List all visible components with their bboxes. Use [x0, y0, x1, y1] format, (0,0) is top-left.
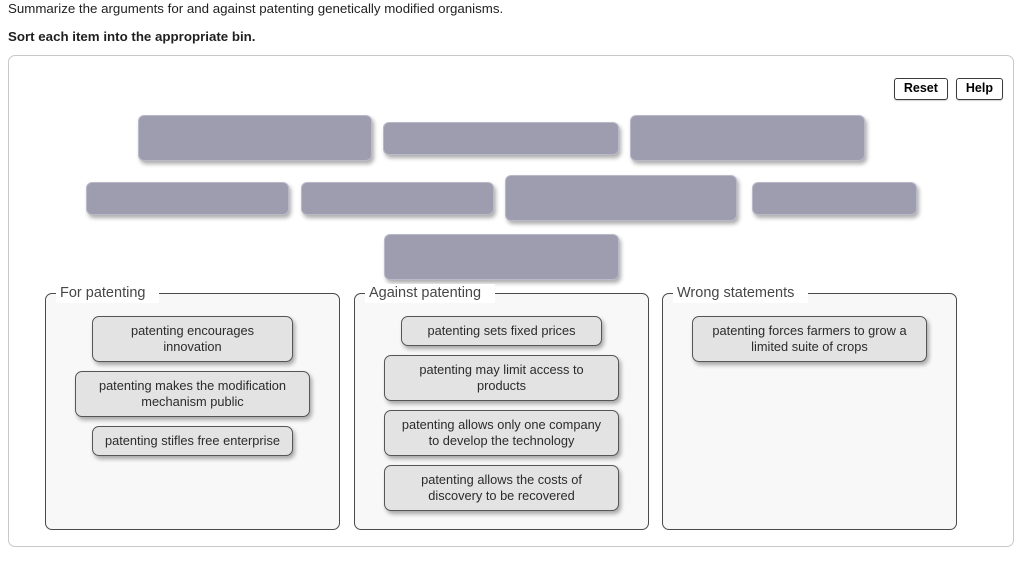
empty-drop-slot[interactable]	[384, 234, 619, 280]
empty-drop-slot[interactable]	[383, 122, 619, 155]
draggable-item[interactable]: patenting stifles free enterprise	[92, 426, 293, 456]
bin-item-row: patenting stifles free enterprise	[46, 426, 339, 456]
bin-item-list: patenting forces farmers to grow a limit…	[663, 316, 956, 371]
bin[interactable]: Against patenting patenting sets fixed pr…	[354, 284, 649, 530]
empty-drop-slot[interactable]	[301, 182, 494, 215]
empty-drop-slot[interactable]	[630, 115, 865, 161]
bin[interactable]: Wrong statements patenting forces farmers…	[662, 284, 957, 530]
bin-title: For patenting	[56, 284, 160, 303]
reset-button[interactable]: Reset	[893, 78, 948, 100]
drop-slot-area	[9, 56, 1013, 286]
empty-drop-slot[interactable]	[86, 182, 289, 215]
exercise-panel: Reset Help For patenting patenting encour…	[8, 55, 1014, 547]
prompt-question: Summarize the arguments for and against …	[8, 1, 504, 16]
bin-item-row: patenting allows only one company to dev…	[355, 410, 648, 456]
empty-drop-slot[interactable]	[138, 115, 372, 161]
prompt-instruction: Sort each item into the appropriate bin.	[8, 29, 256, 44]
bin-item-row: patenting encourages innovation	[46, 316, 339, 362]
bin-item-list: patenting encourages innovation patenting…	[46, 316, 339, 465]
empty-drop-slot[interactable]	[505, 175, 737, 221]
help-button[interactable]: Help	[955, 78, 1003, 100]
bin-row: For patenting patenting encourages innova…	[45, 284, 995, 531]
draggable-item[interactable]: patenting encourages innovation	[92, 316, 293, 362]
draggable-item[interactable]: patenting sets fixed prices	[401, 316, 602, 346]
bin-title: Wrong statements	[673, 284, 809, 303]
bin-item-row: patenting forces farmers to grow a limit…	[663, 316, 956, 362]
draggable-item[interactable]: patenting makes the modification mechani…	[75, 371, 310, 417]
bin-title: Against patenting	[365, 284, 496, 303]
bin-item-row: patenting makes the modification mechani…	[46, 371, 339, 417]
bin-item-row: patenting sets fixed prices	[355, 316, 648, 346]
empty-drop-slot[interactable]	[752, 182, 917, 215]
bin[interactable]: For patenting patenting encourages innova…	[45, 284, 340, 530]
bin-item-row: patenting allows the costs of discovery …	[355, 465, 648, 511]
draggable-item[interactable]: patenting may limit access to products	[384, 355, 619, 401]
toolbar: Reset Help	[893, 78, 1003, 100]
draggable-item[interactable]: patenting forces farmers to grow a limit…	[692, 316, 927, 362]
draggable-item[interactable]: patenting allows the costs of discovery …	[384, 465, 619, 511]
bin-item-row: patenting may limit access to products	[355, 355, 648, 401]
draggable-item[interactable]: patenting allows only one company to dev…	[384, 410, 619, 456]
bin-item-list: patenting sets fixed prices patenting may…	[355, 316, 648, 520]
